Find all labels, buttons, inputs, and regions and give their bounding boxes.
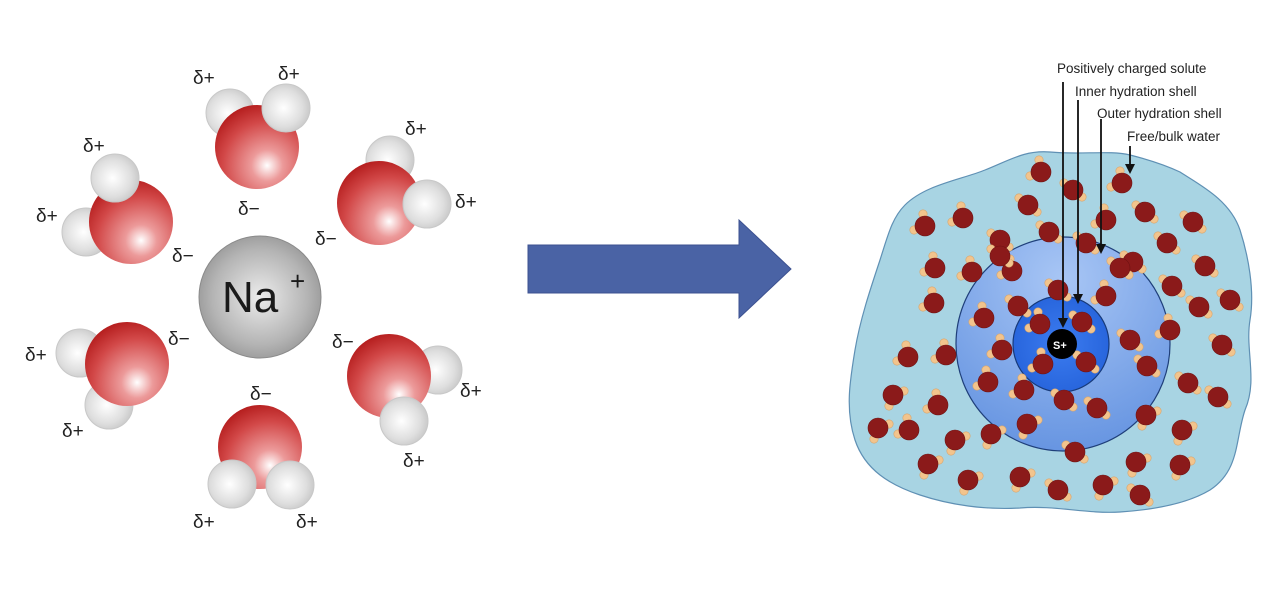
hydration-shell-figure: S+ Positively charged solute Inner hydra… [830,40,1287,540]
hydration-shell-svg: S+ Positively charged solute Inner hydra… [848,61,1253,513]
charge-label: δ+ [25,345,47,366]
charge-label: δ+ [405,119,427,140]
callout-inner-shell: Inner hydration shell [1075,84,1197,99]
sodium-hydration-figure: Na + δ+ δ+ δ− δ+ δ+ δ− [0,0,520,585]
charge-label: δ+ [403,451,425,472]
charge-label: δ+ [455,192,477,213]
solute-label: S+ [1053,340,1067,352]
water-molecule-lower-right: δ− δ+ δ+ [332,332,482,472]
callout-solute: Positively charged solute [1057,61,1206,76]
charge-label: δ− [250,384,272,405]
transition-arrow [520,200,810,340]
water-molecule-lower-left: δ+ δ+ δ− [25,322,190,442]
charge-label: δ− [168,329,190,350]
charge-label: δ− [332,332,354,353]
charge-label: δ+ [193,68,215,89]
charge-label: δ+ [296,512,318,533]
positive-solute: S+ [1047,329,1077,359]
water-molecule-upper-right: δ+ δ+ δ− [315,119,477,250]
water-molecule-top: δ+ δ+ δ− [193,64,311,220]
charge-label: δ− [172,246,194,267]
ion-symbol: Na [222,273,279,322]
callout-arrows [1058,82,1135,328]
sodium-hydration-svg: Na + δ+ δ+ δ− δ+ δ+ δ− [25,64,482,533]
charge-label: δ− [238,199,260,220]
charge-label: δ+ [460,381,482,402]
right-arrow-icon [527,218,792,320]
charge-label: δ+ [83,136,105,157]
water-molecule-upper-left: δ+ δ+ δ− [36,136,194,267]
charge-label: δ+ [193,512,215,533]
sodium-ion: Na + [198,235,322,359]
callout-bulk-water: Free/bulk water [1127,129,1221,144]
water-molecule-bottom: δ− δ+ δ+ [193,384,318,533]
ion-charge: + [290,266,305,296]
charge-label: δ− [315,229,337,250]
charge-label: δ+ [36,206,58,227]
charge-label: δ+ [278,64,300,85]
charge-label: δ+ [62,421,84,442]
callout-outer-shell: Outer hydration shell [1097,106,1222,121]
